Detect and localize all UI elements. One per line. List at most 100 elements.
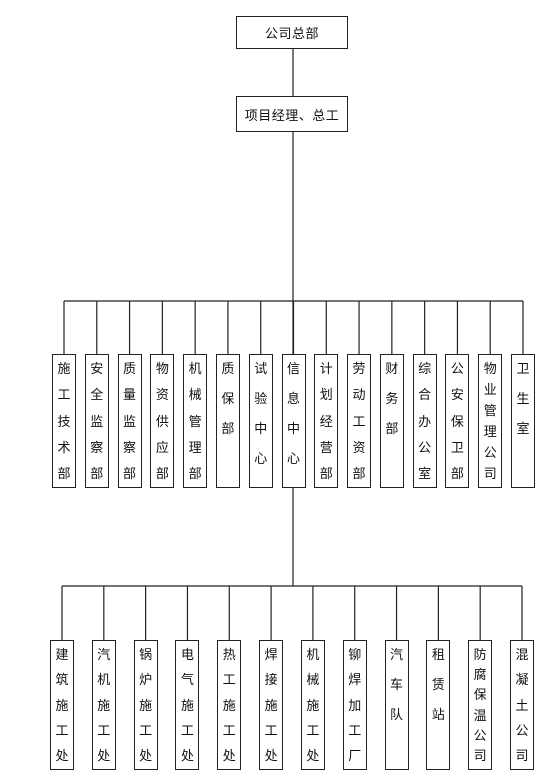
label-char: 工: [55, 723, 69, 739]
label-char: 保: [221, 392, 235, 407]
label-char: 工: [348, 723, 362, 739]
department-box: 信息中心: [281, 354, 306, 488]
construction-unit-box: 锅炉施工处: [133, 640, 158, 770]
label-char: 部: [450, 467, 464, 482]
label-char: 术: [57, 440, 71, 456]
label-char: 机: [188, 362, 202, 377]
label-char: 施: [57, 362, 71, 377]
label-char: 息: [286, 392, 300, 407]
label-char: 加: [348, 698, 362, 714]
label-char: 劳: [352, 362, 366, 377]
label-char: 物: [155, 362, 169, 377]
label-char: 经: [319, 414, 333, 430]
label-char: 建: [55, 648, 69, 663]
label-char: 生: [516, 392, 530, 407]
label-char: 务: [385, 392, 399, 407]
label-char: 施: [97, 698, 111, 714]
label-char: 焊: [264, 648, 278, 663]
label-char: 工: [222, 673, 236, 689]
label-char: 业: [483, 383, 497, 398]
department-box: 物资供应部: [150, 354, 175, 488]
construction-unit-box: 电气施工处: [175, 640, 200, 770]
construction-unit-box: 热工施工处: [217, 640, 242, 770]
label-char: 察: [123, 440, 137, 456]
department-box: 综合办公室: [412, 354, 437, 488]
label-char: 安: [450, 388, 464, 404]
label-char: 管: [188, 414, 202, 430]
label-char: 质: [221, 362, 235, 377]
construction-unit-box: 防腐保温公司: [468, 640, 493, 770]
department-box: 劳动工资部: [347, 354, 372, 488]
label-char: 合: [418, 388, 432, 404]
label-char: 混: [515, 648, 529, 663]
label-char: 队: [390, 708, 404, 723]
construction-unit-box: 机械施工处: [300, 640, 325, 770]
label-char: 卫: [516, 362, 530, 377]
label-char: 械: [306, 673, 320, 689]
label-char: 财: [385, 362, 399, 377]
label-char: 理: [188, 440, 202, 456]
label-char: 热: [222, 648, 236, 663]
construction-unit-box: 汽机施工处: [91, 640, 116, 770]
node-company-headquarters: 公司总部: [236, 16, 348, 49]
label-char: 凝: [515, 673, 529, 689]
label-char: 部: [90, 467, 104, 482]
label-char: 办: [418, 414, 432, 430]
label-char: 赁: [431, 678, 445, 693]
label-char: 公: [515, 723, 529, 739]
label-char: 工: [264, 723, 278, 739]
label-char: 气: [180, 673, 194, 689]
label-char: 工: [352, 414, 366, 430]
label-char: 卫: [450, 440, 464, 456]
label-char: 锅: [139, 648, 153, 663]
label-char: 公: [450, 362, 464, 377]
label-char: 安: [90, 362, 104, 377]
department-box: 安全监察部: [84, 354, 109, 488]
label-char: 工: [306, 723, 320, 739]
label-char: 动: [352, 388, 366, 404]
label-char: 试: [254, 362, 268, 377]
label-char: 质: [123, 362, 137, 377]
label-char: 资: [155, 388, 169, 404]
label-char: 筑: [55, 673, 69, 689]
label-char: 机: [306, 648, 320, 663]
department-box: 质保部: [215, 354, 240, 488]
department-box: 机械管理部: [183, 354, 208, 488]
label-char: 处: [180, 749, 194, 764]
node-project-manager: 项目经理、总工: [236, 96, 348, 132]
label-char: 计: [319, 362, 333, 377]
label-char: 工: [97, 723, 111, 739]
label-char: 铆: [348, 648, 362, 663]
label-char: 监: [90, 414, 104, 430]
label-char: 温: [473, 708, 487, 724]
label-char: 室: [418, 467, 432, 482]
label-char: 接: [264, 673, 278, 689]
label-char: 应: [155, 440, 169, 456]
label-char: 汽: [390, 648, 404, 663]
label-char: 工: [222, 723, 236, 739]
label-char: 工: [139, 723, 153, 739]
label-char: 部: [319, 467, 333, 482]
label-char: 部: [188, 467, 202, 482]
label-char: 营: [319, 440, 333, 456]
label-char: 全: [90, 388, 104, 404]
label-char: 心: [254, 452, 268, 467]
label-char: 处: [97, 749, 111, 764]
department-box: 质量监察部: [117, 354, 142, 488]
label-char: 防: [473, 648, 487, 663]
construction-unit-box: 焊接施工处: [259, 640, 284, 770]
label-char: 理: [483, 425, 497, 440]
label-char: 施: [180, 698, 194, 714]
label-char: 察: [90, 440, 104, 456]
department-box: 试验中心: [248, 354, 273, 488]
label-char: 腐: [473, 668, 487, 684]
label-char: 械: [188, 388, 202, 404]
department-box: 物业管理公司: [478, 354, 503, 488]
construction-unit-box: 铆焊加工厂: [342, 640, 367, 770]
label-char: 工: [57, 388, 71, 404]
label-char: 土: [515, 698, 529, 714]
department-box: 财务部: [379, 354, 404, 488]
label-char: 部: [123, 467, 137, 482]
label-char: 司: [483, 467, 497, 482]
label-char: 技: [57, 414, 71, 430]
